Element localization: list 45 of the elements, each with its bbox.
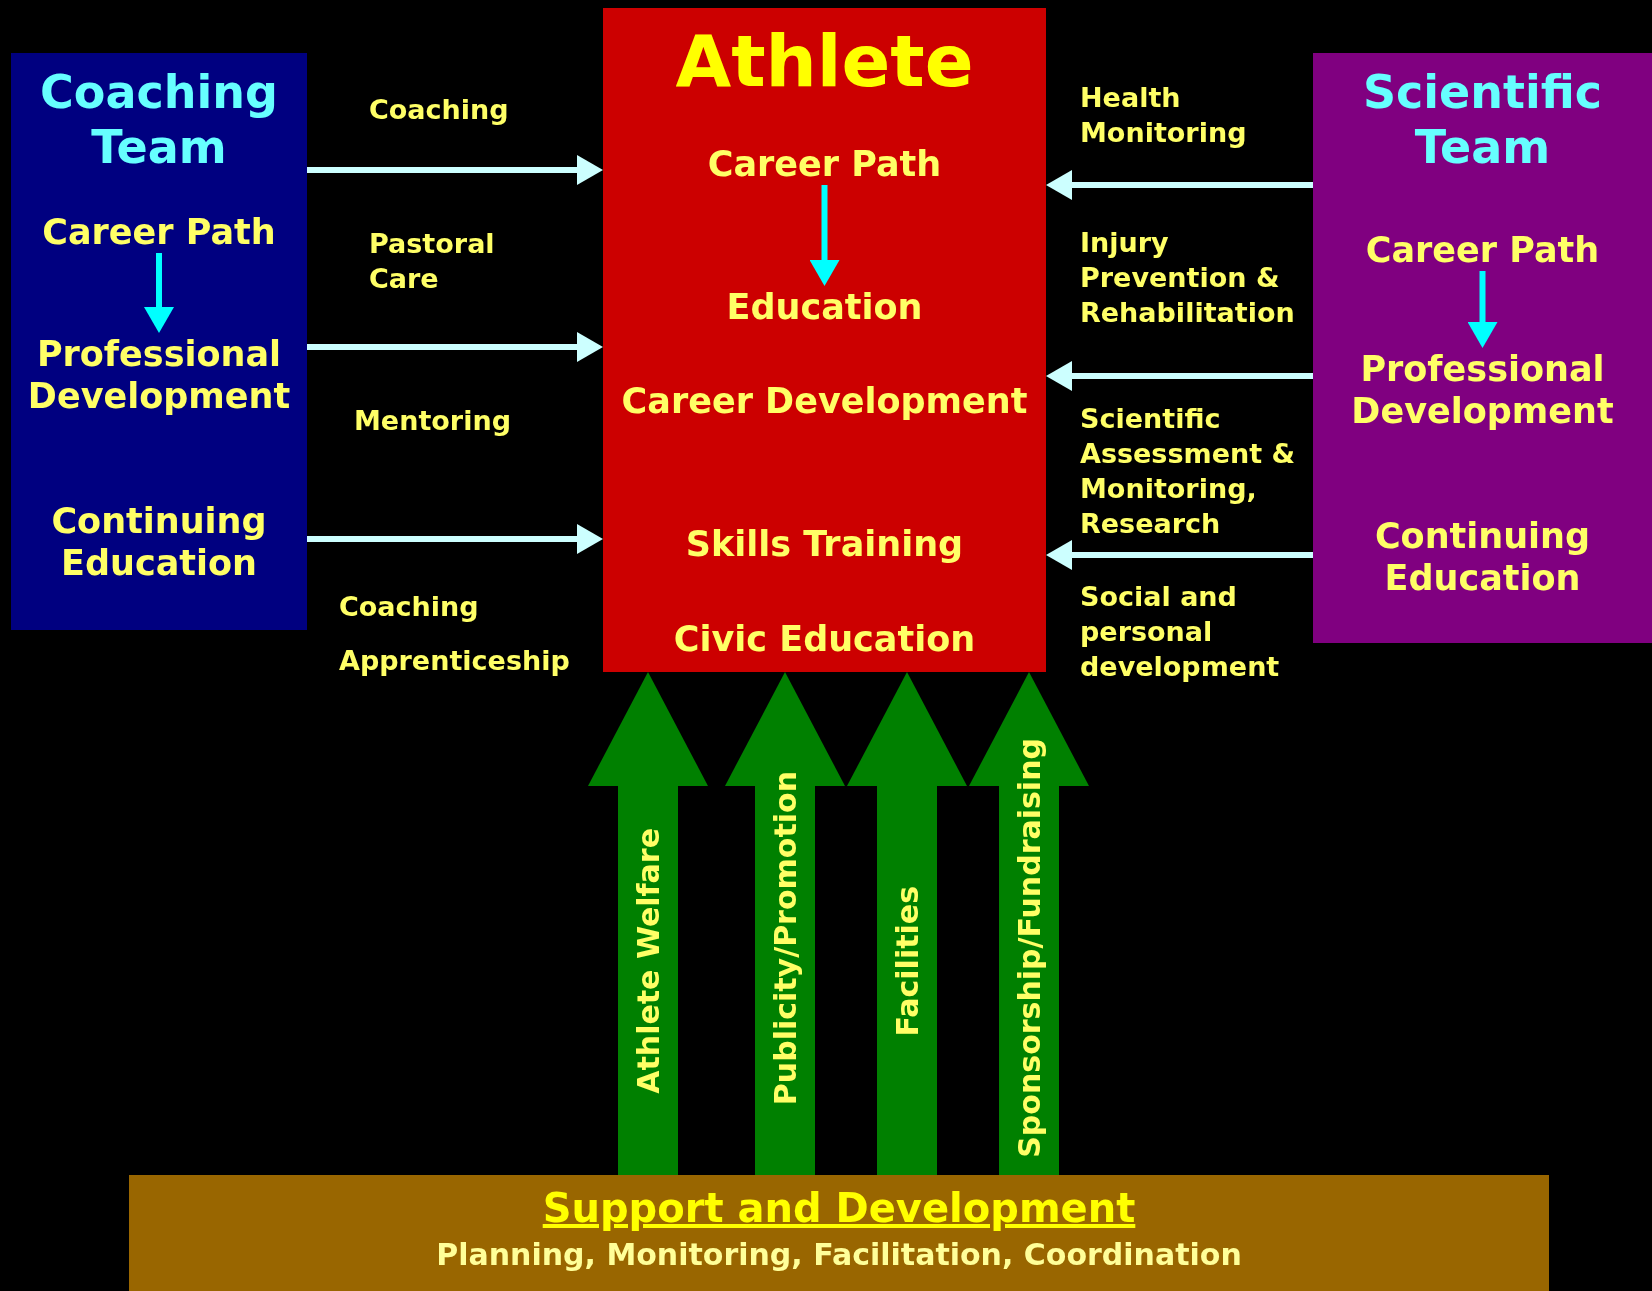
- annotation-text: Injury Prevention & Rehabilitation: [1080, 226, 1296, 330]
- panel-box: [11, 53, 307, 630]
- stage-text: Continuing Education: [21, 500, 297, 584]
- annotation-text: Scientific Assessment & Monitoring, Research: [1080, 402, 1296, 541]
- arrow: [307, 524, 603, 554]
- arrow: [1046, 361, 1313, 391]
- stage-text: Professional Development: [19, 333, 299, 417]
- arrow: [1046, 540, 1313, 570]
- arrow: [144, 253, 174, 333]
- block-arrow: [588, 672, 708, 1175]
- annotation-text: Health Monitoring: [1080, 81, 1248, 150]
- edge-label: Sponsorship/Fundraising: [1011, 738, 1047, 1158]
- block-arrow: [725, 672, 845, 1175]
- banner-heading: Support and Development: [542, 1185, 1136, 1231]
- box-title: Coaching Team: [39, 65, 279, 176]
- arrow: [1467, 271, 1498, 348]
- annotation-text: Coaching: [369, 93, 510, 127]
- panel-box: [1313, 53, 1652, 643]
- stage-text: Career Path: [42, 211, 276, 253]
- stage-text: Career Path: [707, 143, 942, 185]
- arrow: [1046, 170, 1313, 200]
- box-title: Scientific Team: [1361, 65, 1604, 176]
- annotation-text: Social and personal development: [1080, 580, 1281, 684]
- arrow: [307, 332, 603, 362]
- stage-text: Civic Education: [673, 618, 976, 660]
- stage-text: Professional Development: [1322, 348, 1643, 432]
- annotation-text: Mentoring: [354, 404, 512, 438]
- arrow: [307, 155, 603, 185]
- arrow: [809, 185, 840, 286]
- stage-text: Skills Training: [685, 523, 964, 565]
- banner-subtitle: Planning, Monitoring, Facilitation, Coordination: [436, 1237, 1242, 1272]
- block-arrow: [847, 672, 967, 1175]
- edge-label: Facilities: [889, 886, 925, 1037]
- annotation-text: Pastoral Care: [369, 227, 496, 296]
- box-title: Athlete: [675, 18, 974, 105]
- block-arrow: [969, 672, 1089, 1175]
- edge-label: Publicity/Promotion: [767, 771, 803, 1106]
- stage-text: Continuing Education: [1322, 515, 1643, 599]
- annotation-text: Coaching Apprenticeship: [339, 590, 571, 678]
- panel-box: [603, 8, 1046, 672]
- panel-box: [129, 1175, 1549, 1291]
- stage-text: Career Development: [621, 380, 1028, 422]
- stage-text: Career Path: [1365, 229, 1600, 271]
- edge-label: Athlete Welfare: [630, 828, 666, 1094]
- stage-text: Education: [726, 286, 923, 328]
